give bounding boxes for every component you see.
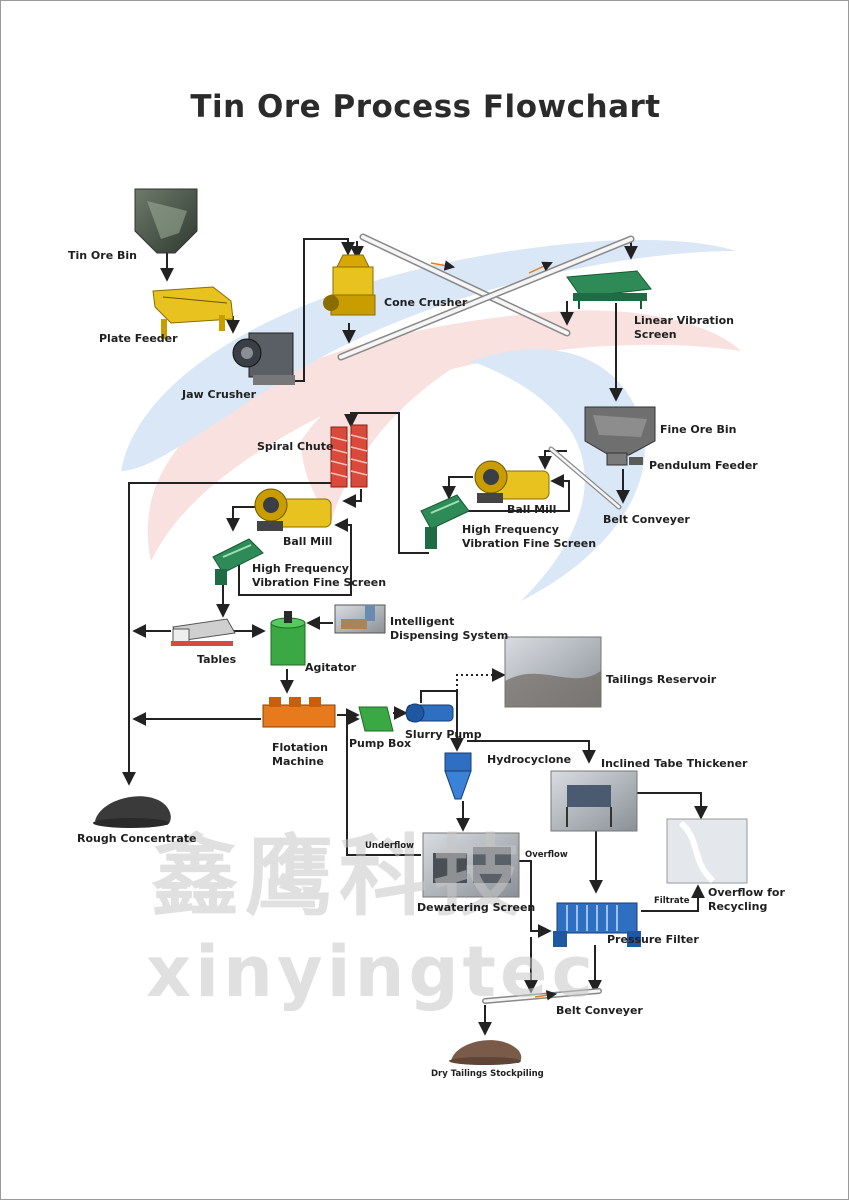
label-overflow-recycling-line2: Recycling bbox=[708, 900, 768, 913]
label-flotation-machine-line2: Machine bbox=[272, 755, 324, 768]
pendulum-feeder-image bbox=[606, 452, 643, 466]
label-cone-crusher: Cone Crusher bbox=[384, 296, 468, 309]
label-pendulum-feeder: Pendulum Feeder bbox=[649, 459, 758, 472]
shaking-table-image bbox=[171, 618, 236, 646]
label-hydrocyclone: Hydrocyclone bbox=[487, 753, 572, 766]
label-overflow-recycling-line1: Overflow for bbox=[708, 886, 785, 899]
label-tailings-reservoir: Tailings Reservoir bbox=[606, 673, 717, 686]
dry-tailings-image bbox=[449, 1040, 522, 1065]
page-title: Tin Ore Process Flowchart bbox=[190, 89, 661, 125]
hf-screen-left-image bbox=[212, 538, 264, 585]
label-belt-conveyer-top: Belt Conveyer bbox=[603, 513, 690, 526]
arrow-spiral-to-concentrate bbox=[122, 482, 331, 786]
inclined-tube-thickener-image bbox=[550, 770, 638, 832]
label-spiral-chute: Spiral Chute bbox=[257, 440, 334, 453]
arrow-dewatering-overflow bbox=[519, 860, 552, 938]
flotation-machine-image bbox=[262, 697, 336, 728]
label-dewatering-screen: Dewatering Screen bbox=[417, 901, 536, 914]
label-hf-screen-right-line1: High Frequency bbox=[462, 523, 559, 536]
arrow-dewatering-underflow-return bbox=[345, 712, 421, 856]
label-plate-feeder: Plate Feeder bbox=[99, 332, 178, 345]
watermark-chinese: 鑫鹰科技 bbox=[151, 825, 528, 928]
label-linear-vibration-screen-line2: Screen bbox=[634, 328, 677, 341]
arrow-jaw-to-cone bbox=[291, 238, 355, 382]
ball-mill-left-image bbox=[254, 488, 332, 531]
plate-feeder-image bbox=[152, 286, 234, 339]
arrow-slurrypump-to-hydrocyclone bbox=[420, 690, 464, 752]
linear-vibration-screen-image bbox=[566, 270, 652, 309]
label-hf-screen-right-line2: Vibration Fine Screen bbox=[462, 537, 597, 550]
overflow-recycling-image bbox=[666, 818, 748, 884]
label-hf-screen-left-line2: Vibration Fine Screen bbox=[252, 576, 387, 589]
label-pressure-filter: Pressure Filter bbox=[607, 933, 699, 946]
hf-screen-right-image bbox=[420, 494, 470, 549]
flow-lines bbox=[122, 238, 708, 1036]
arrow-hfscreen-to-spiral bbox=[344, 412, 429, 554]
pump-box-image bbox=[358, 706, 394, 732]
label-ball-mill-right: Ball Mill bbox=[507, 503, 557, 516]
belt-conveyer-x bbox=[337, 233, 635, 361]
label-tin-ore-bin: Tin Ore Bin bbox=[68, 249, 137, 262]
arrow-belt-to-ballmill-right bbox=[538, 450, 567, 470]
intelligent-dispensing-image bbox=[334, 604, 386, 634]
hydrocyclone-image bbox=[444, 752, 472, 800]
tailings-reservoir-image bbox=[504, 636, 602, 708]
agitator-image bbox=[270, 611, 306, 666]
label-tables: Tables bbox=[197, 653, 237, 666]
spiral-chute-image bbox=[330, 424, 368, 488]
label-fine-ore-bin: Fine Ore Bin bbox=[660, 423, 737, 436]
belt-conveyer-bottom bbox=[482, 988, 602, 1004]
label-inclined-tube-thickener: Inclined Tabe Thickener bbox=[601, 757, 748, 770]
arrow-ballmill-to-hfscreen-right bbox=[442, 476, 473, 500]
label-filtrate: Filtrate bbox=[654, 896, 690, 906]
label-intelligent-dispensing-line2: Dispensing System bbox=[390, 629, 509, 642]
arrow-hfscreen-return-right bbox=[466, 474, 570, 512]
label-flotation-machine-line1: Flotation bbox=[272, 741, 328, 754]
belt-conveyer-fineore bbox=[548, 446, 622, 510]
arrow-ballmill-to-hfscreen-left bbox=[226, 506, 257, 532]
label-rough-concentrate: Rough Concentrate bbox=[77, 832, 197, 845]
dewatering-screen-image bbox=[422, 832, 520, 898]
cone-crusher-image bbox=[323, 254, 376, 316]
pressure-filter-image bbox=[553, 902, 641, 947]
arrow-slurrypump-to-tailings bbox=[456, 668, 506, 701]
label-overflow: Overflow bbox=[525, 850, 568, 860]
rough-concentrate-image bbox=[93, 796, 171, 828]
label-dry-tailings-stockpiling: Dry Tailings Stockpiling bbox=[431, 1069, 544, 1079]
label-agitator: Agitator bbox=[305, 661, 357, 674]
label-linear-vibration-screen-line1: Linear Vibration bbox=[634, 314, 734, 327]
tin-ore-bin-image bbox=[134, 188, 198, 254]
label-pump-box: Pump Box bbox=[349, 737, 412, 750]
label-belt-conveyer-bottom: Belt Conveyer bbox=[556, 1004, 643, 1017]
label-ball-mill-left: Ball Mill bbox=[283, 535, 333, 548]
slurry-pump-image bbox=[405, 703, 454, 723]
arrow-filtrate-to-recycling bbox=[641, 884, 705, 912]
label-slurry-pump: Slurry Pump bbox=[405, 728, 482, 741]
label-jaw-crusher: Jaw Crusher bbox=[182, 388, 257, 401]
arrow-spiral-to-ballmill-left bbox=[342, 489, 362, 508]
fine-ore-bin-image bbox=[584, 406, 656, 456]
arrow-thickener-to-recycling bbox=[637, 792, 708, 820]
jaw-crusher-image bbox=[232, 332, 295, 385]
label-hf-screen-left-line1: High Frequency bbox=[252, 562, 349, 575]
arrow-hydrocyclone-to-thickener bbox=[467, 740, 596, 764]
ball-mill-right-image bbox=[474, 460, 550, 503]
label-intelligent-dispensing-line1: Intelligent bbox=[390, 615, 455, 628]
watermark-english: xinyingtec bbox=[146, 931, 597, 1013]
label-underflow: Underflow bbox=[365, 841, 414, 851]
